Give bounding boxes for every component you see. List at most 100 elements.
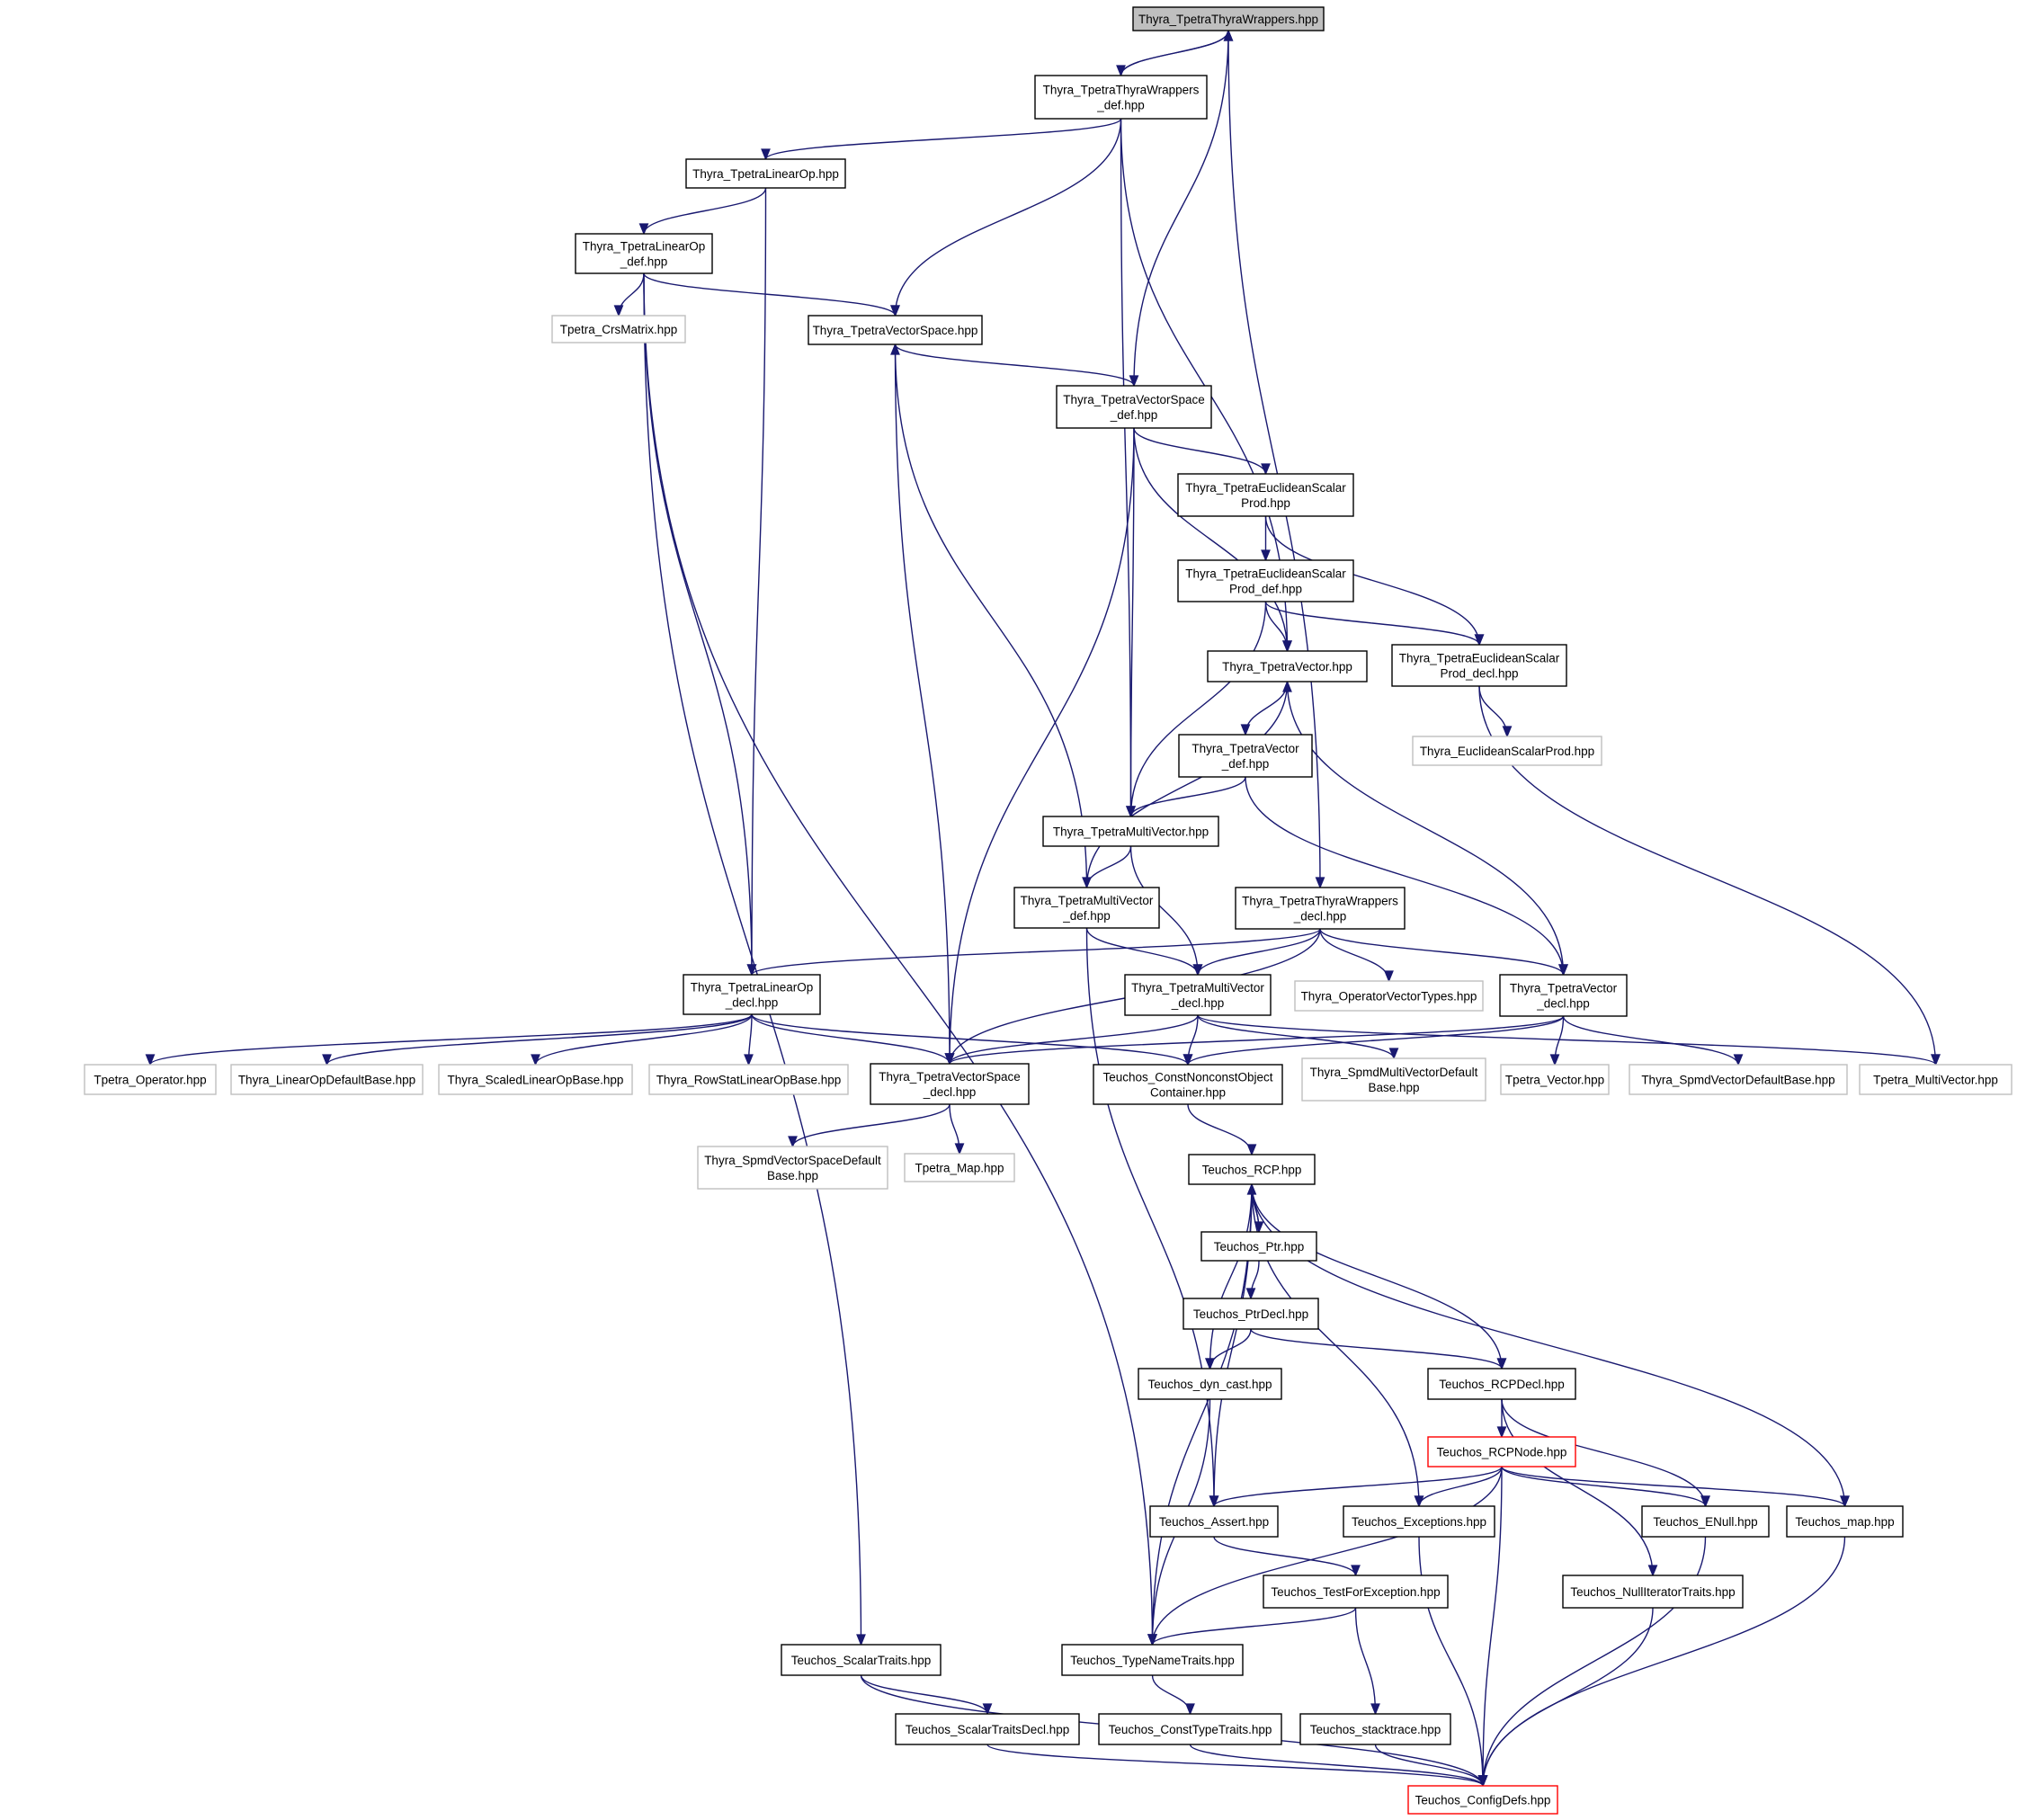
node-box bbox=[1138, 1368, 1282, 1400]
edge-line bbox=[1151, 1183, 1253, 1646]
node-configdefs[interactable]: Teuchos_ConfigDefs.hpp bbox=[1407, 1785, 1558, 1815]
edge-ptr-to-rcp bbox=[1246, 1182, 1260, 1233]
edge-wrap_decl-to-linop_decl bbox=[746, 928, 1321, 977]
node-box bbox=[1263, 1575, 1449, 1609]
node-wrap_decl[interactable]: Thyra_TpetraThyraWrappers_decl.hpp bbox=[1235, 887, 1406, 930]
edge-vec_decl-to-vs_decl bbox=[944, 1015, 1565, 1066]
edge-line bbox=[1197, 1014, 1395, 1059]
edge-line bbox=[149, 1013, 753, 1066]
edge-mv_def-to-vs bbox=[890, 343, 1088, 888]
node-wrap_def[interactable]: Thyra_TpetraThyraWrappers_def.hpp bbox=[1034, 75, 1208, 120]
node-box bbox=[1859, 1064, 2013, 1095]
node-mv[interactable]: Thyra_TpetraMultiVector.hpp bbox=[1042, 816, 1219, 847]
edge-line bbox=[751, 1013, 1189, 1066]
node-stacktrace[interactable]: Teuchos_stacktrace.hpp bbox=[1299, 1713, 1451, 1745]
node-exceptions[interactable]: Teuchos_Exceptions.hpp bbox=[1343, 1505, 1495, 1538]
node-mv_decl[interactable]: Thyra_TpetraMultiVector_decl.hpp bbox=[1124, 974, 1272, 1016]
edge-ptrdecl-to-dyncast bbox=[1205, 1328, 1252, 1370]
edge-line bbox=[894, 118, 1122, 317]
edge-arrowhead bbox=[1282, 680, 1292, 692]
node-tp_vector[interactable]: Tpetra_Vector.hpp bbox=[1500, 1064, 1610, 1095]
node-euclid[interactable]: Thyra_EuclideanScalarProd.hpp bbox=[1412, 736, 1602, 766]
node-scaledlinop[interactable]: Thyra_ScaledLinearOpBase.hpp bbox=[438, 1064, 633, 1095]
edge-root-to-wrap_decl bbox=[1227, 30, 1325, 889]
edge-scalartraits-to-scalartraitsdecl bbox=[860, 1674, 993, 1716]
node-tp_op[interactable]: Tpetra_Operator.hpp bbox=[84, 1064, 217, 1095]
node-tp_map[interactable]: Tpetra_Map.hpp bbox=[904, 1153, 1015, 1182]
node-scalartraitsdecl[interactable]: Teuchos_ScalarTraitsDecl.hpp bbox=[895, 1713, 1080, 1745]
node-linop[interactable]: Thyra_TpetraLinearOp.hpp bbox=[685, 158, 846, 189]
edge-linop_decl-to-rowstat bbox=[744, 1013, 754, 1066]
node-box bbox=[1207, 650, 1368, 682]
edge-linop_def-to-crsmatrix bbox=[613, 272, 645, 317]
node-label: Tpetra_Vector.hpp bbox=[1505, 1074, 1604, 1087]
node-vs[interactable]: Thyra_TpetraVectorSpace.hpp bbox=[808, 315, 983, 345]
node-rcpnode[interactable]: Teuchos_RCPNode.hpp bbox=[1427, 1436, 1576, 1468]
node-testforexc[interactable]: Teuchos_TestForException.hpp bbox=[1263, 1575, 1449, 1609]
node-label: Teuchos_NullIteratorTraits.hpp bbox=[1570, 1585, 1735, 1599]
edge-nulliter-to-configdefs bbox=[1477, 1607, 1654, 1788]
edge-line bbox=[1213, 1466, 1503, 1507]
node-linop_def[interactable]: Thyra_TpetraLinearOp_def.hpp bbox=[575, 233, 713, 274]
node-ptr[interactable]: Teuchos_Ptr.hpp bbox=[1200, 1231, 1317, 1262]
edge-line bbox=[1418, 1536, 1484, 1787]
edge-line bbox=[949, 1015, 1565, 1065]
edge-line bbox=[1133, 427, 1267, 475]
edge-typename-to-consttype bbox=[1151, 1674, 1195, 1716]
node-box bbox=[1427, 1368, 1576, 1400]
node-label: Teuchos_PtrDecl.hpp bbox=[1193, 1307, 1308, 1321]
node-enull[interactable]: Teuchos_ENull.hpp bbox=[1641, 1505, 1770, 1538]
node-linopdefbase[interactable]: Thyra_LinearOpDefaultBase.hpp bbox=[230, 1064, 424, 1095]
edge-vec_def-to-mv bbox=[1126, 776, 1246, 818]
node-map[interactable]: Teuchos_map.hpp bbox=[1786, 1505, 1904, 1538]
edge-wrap_def-to-linop bbox=[761, 118, 1122, 161]
edge-line bbox=[894, 343, 1088, 888]
edge-arrowhead bbox=[145, 1054, 156, 1066]
node-rowstat[interactable]: Thyra_RowStatLinearOpBase.hpp bbox=[648, 1064, 849, 1095]
edge-linop_def-to-vs bbox=[643, 272, 900, 317]
node-spmdvec[interactable]: Thyra_SpmdVectorDefaultBase.hpp bbox=[1629, 1064, 1848, 1095]
node-label: Base.hpp bbox=[767, 1169, 818, 1182]
node-tp_mv[interactable]: Tpetra_MultiVector.hpp bbox=[1859, 1064, 2013, 1095]
node-typename[interactable]: Teuchos_TypeNameTraits.hpp bbox=[1061, 1644, 1244, 1676]
edge-arrowhead bbox=[1126, 806, 1136, 818]
node-box bbox=[1056, 385, 1212, 429]
node-opvectypes[interactable]: Thyra_OperatorVectorTypes.hpp bbox=[1294, 980, 1484, 1012]
node-label: Prod_def.hpp bbox=[1229, 583, 1302, 596]
edge-map-to-configdefs bbox=[1477, 1536, 1846, 1788]
node-dyncast[interactable]: Teuchos_dyn_cast.hpp bbox=[1138, 1368, 1282, 1400]
edge-rcpnode-to-assert bbox=[1209, 1466, 1503, 1508]
node-label: Teuchos_map.hpp bbox=[1795, 1515, 1894, 1529]
edge-ptr-to-ptrdecl bbox=[1245, 1260, 1260, 1300]
node-rcpdecl[interactable]: Teuchos_RCPDecl.hpp bbox=[1427, 1368, 1576, 1400]
node-ptrdecl[interactable]: Teuchos_PtrDecl.hpp bbox=[1183, 1298, 1319, 1330]
node-crsmatrix[interactable]: Tpetra_CrsMatrix.hpp bbox=[551, 315, 686, 343]
node-linop_decl[interactable]: Thyra_TpetraLinearOp_decl.hpp bbox=[683, 974, 821, 1015]
node-rcp[interactable]: Teuchos_RCP.hpp bbox=[1188, 1154, 1316, 1185]
node-box bbox=[1500, 1064, 1610, 1095]
node-vec_def[interactable]: Thyra_TpetraVector_def.hpp bbox=[1178, 734, 1313, 778]
node-vec[interactable]: Thyra_TpetraVector.hpp bbox=[1207, 650, 1368, 682]
edge-line bbox=[751, 1013, 950, 1065]
node-mv_def[interactable]: Thyra_TpetraMultiVector_def.hpp bbox=[1013, 887, 1160, 929]
node-vec_decl[interactable]: Thyra_TpetraVector_decl.hpp bbox=[1499, 974, 1628, 1017]
node-label: Thyra_TpetraThyraWrappers.hpp bbox=[1138, 13, 1318, 26]
edge-arrowhead bbox=[1351, 1565, 1361, 1577]
node-vs_decl[interactable]: Thyra_TpetraVectorSpace_decl.hpp bbox=[870, 1063, 1030, 1105]
edge-linop_def-to-typename bbox=[643, 272, 1157, 1646]
node-assert[interactable]: Teuchos_Assert.hpp bbox=[1149, 1505, 1279, 1538]
node-root[interactable]: Thyra_TpetraThyraWrappers.hpp bbox=[1132, 6, 1325, 31]
node-scalartraits[interactable]: Teuchos_ScalarTraits.hpp bbox=[781, 1644, 942, 1676]
node-label: _def.hpp bbox=[1062, 909, 1111, 923]
edge-line bbox=[1151, 1607, 1357, 1646]
node-vs_def[interactable]: Thyra_TpetraVectorSpace_def.hpp bbox=[1056, 385, 1212, 429]
node-nulliter[interactable]: Teuchos_NullIteratorTraits.hpp bbox=[1562, 1575, 1744, 1609]
node-consttype[interactable]: Teuchos_ConstTypeTraits.hpp bbox=[1098, 1713, 1282, 1745]
node-label: Thyra_TpetraLinearOp.hpp bbox=[692, 167, 839, 181]
